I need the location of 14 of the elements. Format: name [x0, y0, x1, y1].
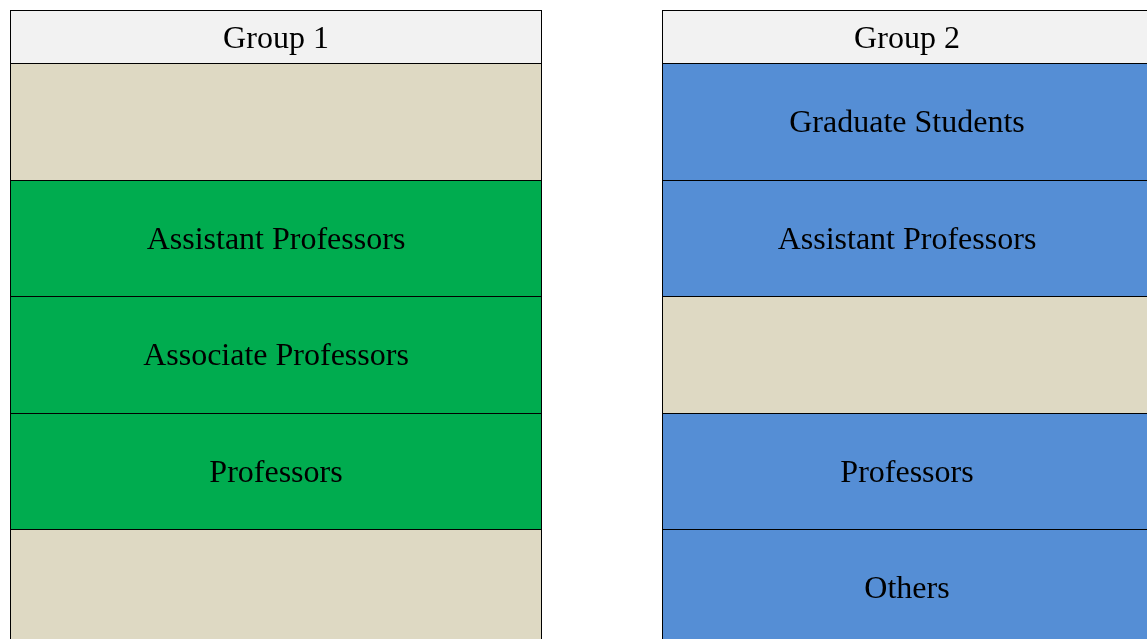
table-cell: Professors [11, 412, 541, 529]
column-header: Group 2 [663, 11, 1147, 63]
table-cell: Professors [663, 412, 1147, 529]
empty-cell [11, 529, 541, 639]
empty-cell [663, 296, 1147, 413]
table-column [662, 10, 1147, 639]
empty-cell [11, 63, 541, 180]
table-cell: Graduate Students [663, 63, 1147, 180]
table-column [10, 10, 542, 639]
column-header: Group 1 [11, 11, 541, 63]
table-cell: Assistant Professors [11, 179, 541, 296]
table-cell: Others [663, 529, 1147, 639]
table-cell: Assistant Professors [663, 179, 1147, 296]
table-cell: Associate Professors [11, 296, 541, 413]
